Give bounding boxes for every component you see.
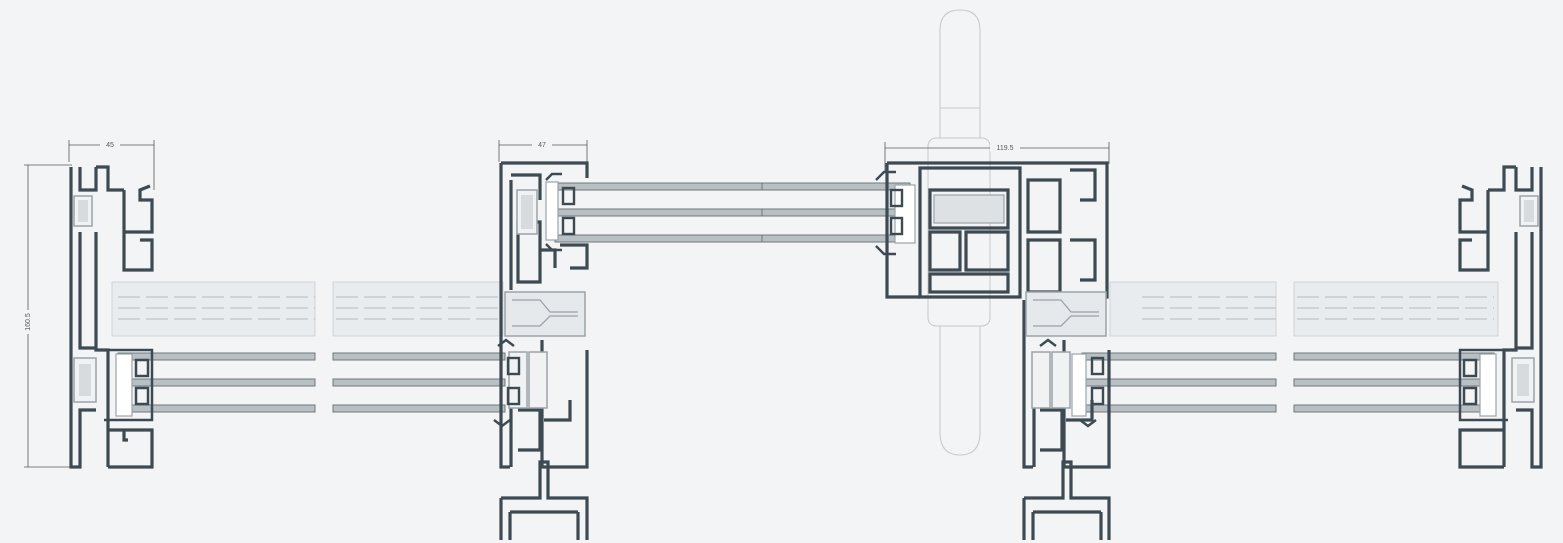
glazing-upper bbox=[554, 182, 911, 243]
dimension-label-sash: 47 bbox=[538, 142, 546, 149]
dimension-label-mullion: 119.5 bbox=[997, 145, 1014, 152]
center-mullion-glazing-bead bbox=[875, 170, 904, 256]
insulation-panel-left bbox=[111, 281, 504, 337]
right-sash-glazing-bead bbox=[1458, 348, 1508, 422]
left-frame-thermal-break bbox=[73, 195, 97, 403]
center-left-glazing-bead bbox=[493, 172, 576, 428]
insulation-panel-right bbox=[1109, 281, 1499, 337]
center-mullion-profile bbox=[885, 161, 1109, 299]
left-sash-glazing-bead bbox=[104, 348, 154, 422]
glazing-lower-right bbox=[1081, 352, 1495, 413]
right-frame-profile bbox=[1458, 165, 1543, 469]
right-frame-thermal-break bbox=[1511, 195, 1539, 403]
glazing-lower-left bbox=[117, 352, 506, 413]
center-mullion-insulation bbox=[894, 184, 1005, 244]
dimension-label-left-frame: 45 bbox=[106, 142, 114, 149]
center-right-mullion-profile bbox=[1022, 300, 1111, 540]
left-frame-profile bbox=[69, 165, 154, 469]
dimension-label-height: 160.5 bbox=[25, 313, 32, 331]
center-left-thermal-break bbox=[504, 181, 586, 409]
center-right-thermal-break bbox=[1025, 291, 1107, 417]
center-right-glazing-bead bbox=[1039, 338, 1105, 428]
